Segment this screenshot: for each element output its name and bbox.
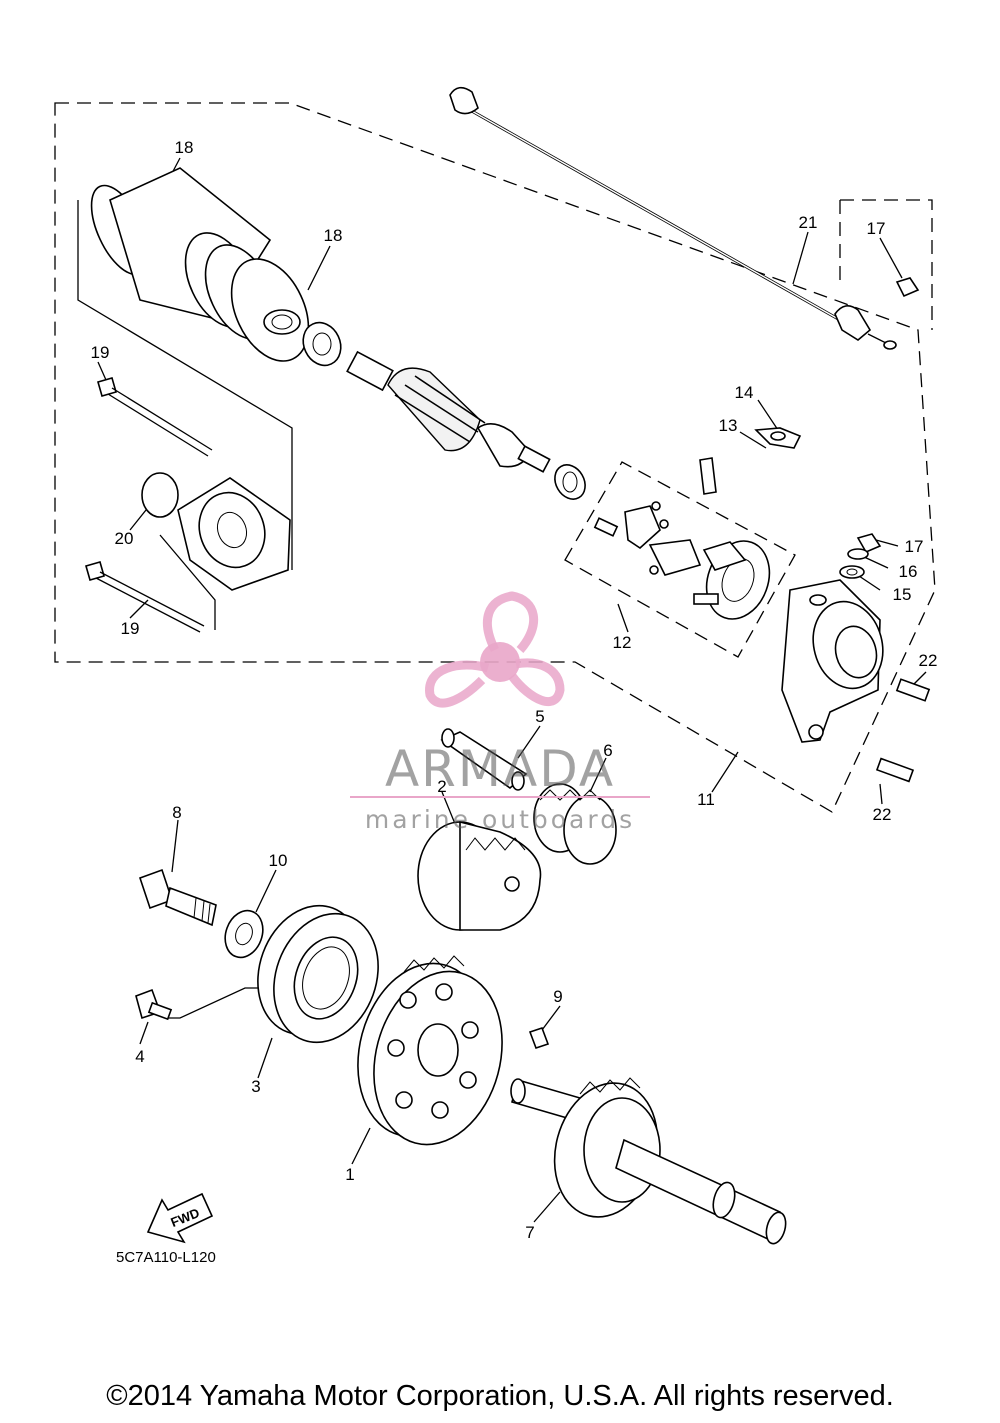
callout-21: 21 <box>799 213 818 232</box>
copyright-notice: ©2014 Yamaha Motor Corporation, U.S.A. A… <box>106 1380 894 1412</box>
callout-8: 8 <box>172 803 181 822</box>
propeller-logo <box>425 591 565 708</box>
callout-2: 2 <box>437 777 446 796</box>
part-21-lead-wire <box>449 86 897 350</box>
parts-13-17-terminal-hardware <box>754 277 920 579</box>
callout-18a: 18 <box>175 138 194 157</box>
fwd-arrow: FWD <box>146 1192 214 1244</box>
callout-19a: 19 <box>91 343 110 362</box>
assembly-boundary-17 <box>839 199 933 330</box>
callout-17a: 17 <box>867 219 886 238</box>
part-1-gear <box>357 955 503 1146</box>
callout-5: 5 <box>535 707 544 726</box>
part-19-through-bolts <box>85 377 213 633</box>
callout-12: 12 <box>613 633 632 652</box>
part-18-yoke <box>90 167 342 367</box>
part-3-one-way-clutch <box>257 904 379 1044</box>
callout-20: 20 <box>115 529 134 548</box>
leader-lines <box>77 157 927 1223</box>
callout-6: 6 <box>603 741 612 760</box>
callout-4: 4 <box>135 1047 144 1066</box>
callout-13: 13 <box>719 416 738 435</box>
part-4-bolt <box>135 988 173 1021</box>
callout-3: 3 <box>251 1077 260 1096</box>
callout-7: 7 <box>525 1223 534 1242</box>
callout-18b: 18 <box>324 226 343 245</box>
part-22-bolts <box>875 678 931 783</box>
assembly-boundary-12 <box>564 461 796 658</box>
part-9-key <box>528 1026 550 1050</box>
armature <box>346 350 586 500</box>
rear-cover <box>141 472 291 591</box>
callout-19b: 19 <box>121 619 140 638</box>
part-6-gear <box>533 783 617 865</box>
watermark-brand: ARMADA <box>385 740 615 798</box>
end-cover <box>781 579 884 743</box>
part-7-shaft-gear <box>510 1077 787 1245</box>
callout-numbers: 18 18 21 17 14 13 17 16 15 12 19 20 19 2… <box>91 138 938 1266</box>
callout-10: 10 <box>269 851 288 870</box>
diagram-code: 5C7A110-L120 <box>116 1249 216 1266</box>
callout-22a: 22 <box>919 651 938 670</box>
callout-17b: 17 <box>905 537 924 556</box>
callout-11: 11 <box>697 790 715 809</box>
part-12-brush-holder <box>593 457 771 620</box>
callout-9: 9 <box>553 987 562 1006</box>
part-8-bolt <box>138 868 217 927</box>
part-10-washer <box>224 909 264 959</box>
callout-15: 15 <box>893 585 912 604</box>
callout-1: 1 <box>345 1165 354 1184</box>
part-2-gear <box>417 820 542 931</box>
watermark-tagline: marine outboards <box>365 805 635 834</box>
assembly-boundary-11 <box>54 102 936 813</box>
callout-16: 16 <box>899 562 918 581</box>
armada-watermark: ARMADA marine outboards <box>350 591 650 834</box>
callout-14: 14 <box>735 383 754 402</box>
part-5-shaft <box>440 728 528 791</box>
callout-22b: 22 <box>873 805 892 824</box>
